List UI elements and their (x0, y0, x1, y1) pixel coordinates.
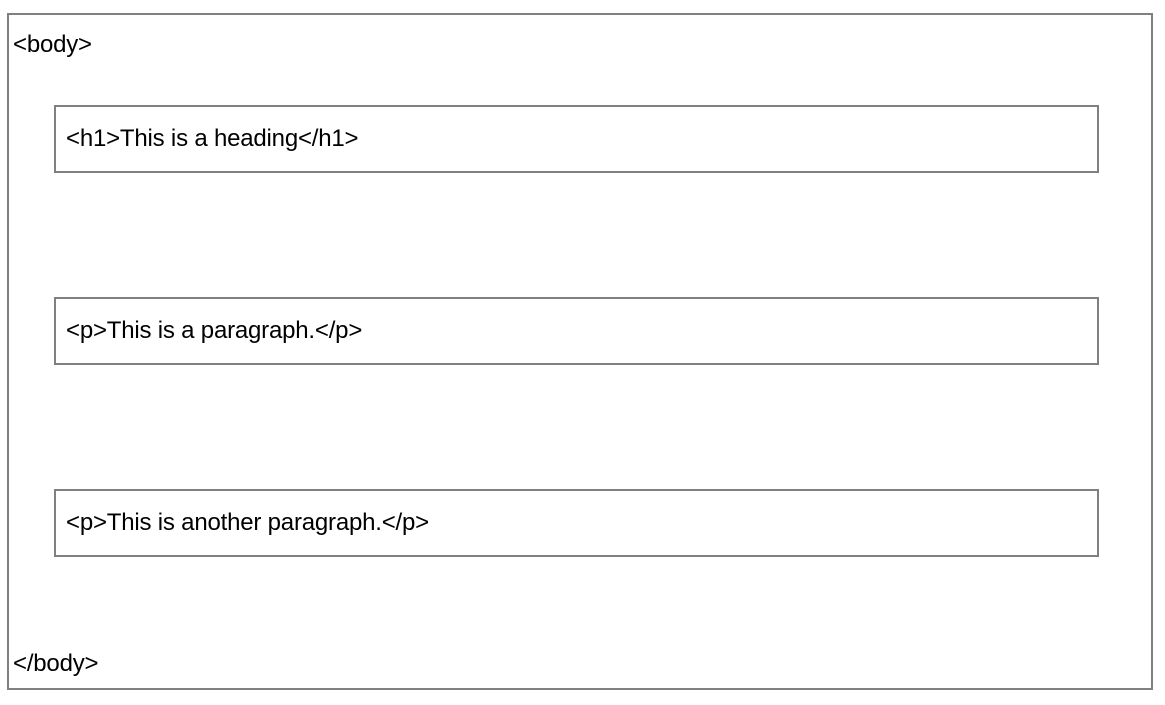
paragraph-element-box-2: <p>This is another paragraph.</p> (54, 489, 1099, 557)
paragraph-element-label-2: <p>This is another paragraph.</p> (66, 509, 429, 536)
paragraph-element-label: <p>This is a paragraph.</p> (66, 317, 363, 344)
h1-element-label: <h1>This is a heading</h1> (66, 125, 359, 152)
body-open-tag: <body> (13, 31, 92, 58)
body-close-tag: </body> (13, 650, 99, 677)
paragraph-element-box: <p>This is a paragraph.</p> (54, 297, 1099, 365)
h1-element-box: <h1>This is a heading</h1> (54, 105, 1099, 173)
